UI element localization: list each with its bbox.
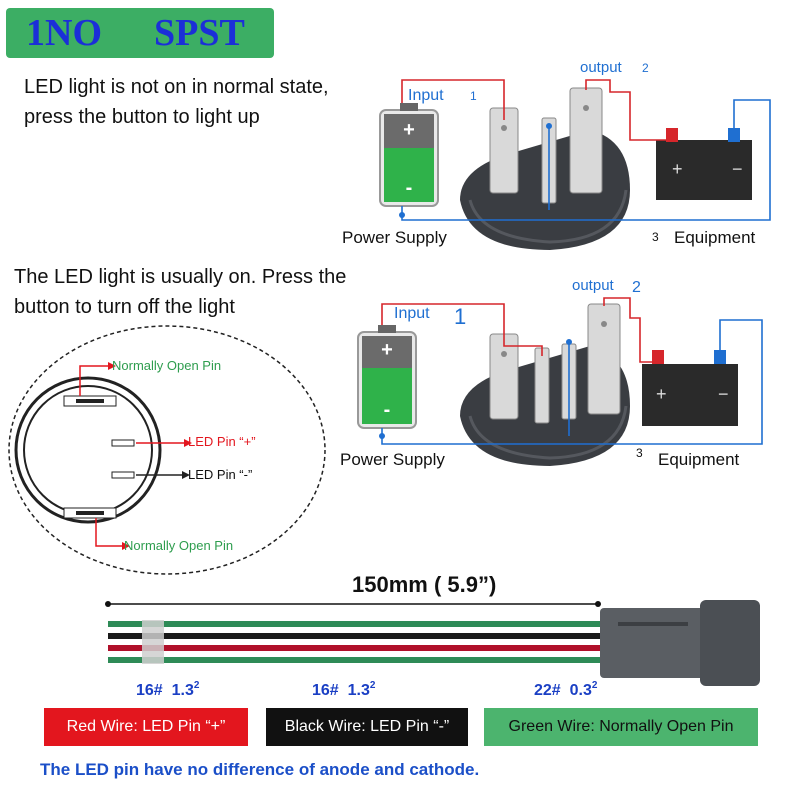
legend-green-wire: Green Wire: Normally Open Pin: [484, 708, 758, 746]
led-plus-label: LED Pin “+”: [188, 434, 256, 449]
pin-arrows: [79, 365, 184, 547]
battery-icon-2: + -: [357, 325, 417, 429]
normally-open-pin-top: [63, 395, 117, 407]
pinout-diagram: [8, 325, 326, 575]
title-badge: 1NO SPST: [6, 8, 274, 58]
battery-icon: + -: [379, 103, 439, 207]
section2-note-line2: button to turn off the light: [14, 296, 235, 318]
wires: [108, 620, 602, 664]
title-left: 1NO: [26, 12, 102, 54]
input-label-1: Input: [408, 87, 444, 104]
output-num-2: 2: [632, 279, 641, 296]
battery-minus-2: -: [384, 399, 391, 421]
red-wires-2: [381, 297, 659, 363]
red-wires-1: [401, 79, 673, 141]
power-supply-label-2: Power Supply: [340, 450, 445, 469]
output-num-1: 2: [642, 61, 649, 75]
wiring-diagram-2: + - + − Input 1 output 2: [357, 277, 763, 466]
input-num-1: 1: [470, 89, 477, 103]
svg-text:+: +: [656, 384, 667, 404]
section1-note-line2: press the button to light up: [24, 106, 260, 128]
normally-open-pin-bottom: [63, 507, 117, 519]
section2-note: The LED light is usually on. Press the b…: [14, 262, 346, 322]
cable-length: 150mm ( 5.9”): [352, 572, 497, 597]
svg-text:+: +: [672, 159, 683, 179]
gauge-black: 16# 1.32: [312, 680, 376, 699]
gauge-green: 22# 0.32: [534, 680, 598, 699]
input-label-2: Input: [394, 305, 430, 322]
equipment-icon-2: + −: [642, 350, 738, 426]
wiring-diagram-1: + - + − Input 1 output 2: [379, 60, 771, 250]
legend-red-wire: Red Wire: LED Pin “+”: [44, 708, 248, 746]
svg-text:−: −: [718, 384, 729, 404]
equipment-num-1: 3: [652, 230, 659, 244]
connector-housing: [600, 600, 760, 686]
legend-black-wire: Black Wire: LED Pin “-”: [266, 708, 468, 746]
input-num-2: 1: [454, 304, 466, 329]
led-minus-label: LED Pin “-”: [188, 467, 253, 482]
output-label-1: output: [580, 60, 623, 76]
footer-note: The LED pin have no difference of anode …: [40, 760, 480, 779]
section2-note-line1: The LED light is usually on. Press the: [14, 266, 347, 288]
battery-plus: +: [403, 119, 415, 141]
title-right: SPST: [154, 12, 245, 54]
section1-note: LED light is not on in normal state, pre…: [24, 72, 329, 132]
cable-assembly: [105, 600, 760, 686]
normally-open-top-label: Normally Open Pin: [112, 358, 222, 373]
equipment-icon: + −: [656, 128, 752, 200]
blue-wires-2: [381, 319, 763, 445]
switch-pins-1: [489, 87, 603, 204]
gauge-red: 16# 1.32: [136, 680, 200, 699]
equipment-label-2: Equipment: [658, 450, 740, 469]
battery-plus-2: +: [381, 339, 393, 361]
power-supply-label-1: Power Supply: [342, 228, 447, 247]
normally-open-bottom-label: Normally Open Pin: [124, 538, 234, 553]
equipment-num-2: 3: [636, 446, 643, 460]
svg-text:−: −: [732, 159, 743, 179]
section1-note-line1: LED light is not on in normal state,: [24, 76, 329, 98]
equipment-label-1: Equipment: [674, 228, 756, 247]
output-label-2: output: [572, 277, 615, 294]
battery-minus: -: [406, 177, 413, 199]
